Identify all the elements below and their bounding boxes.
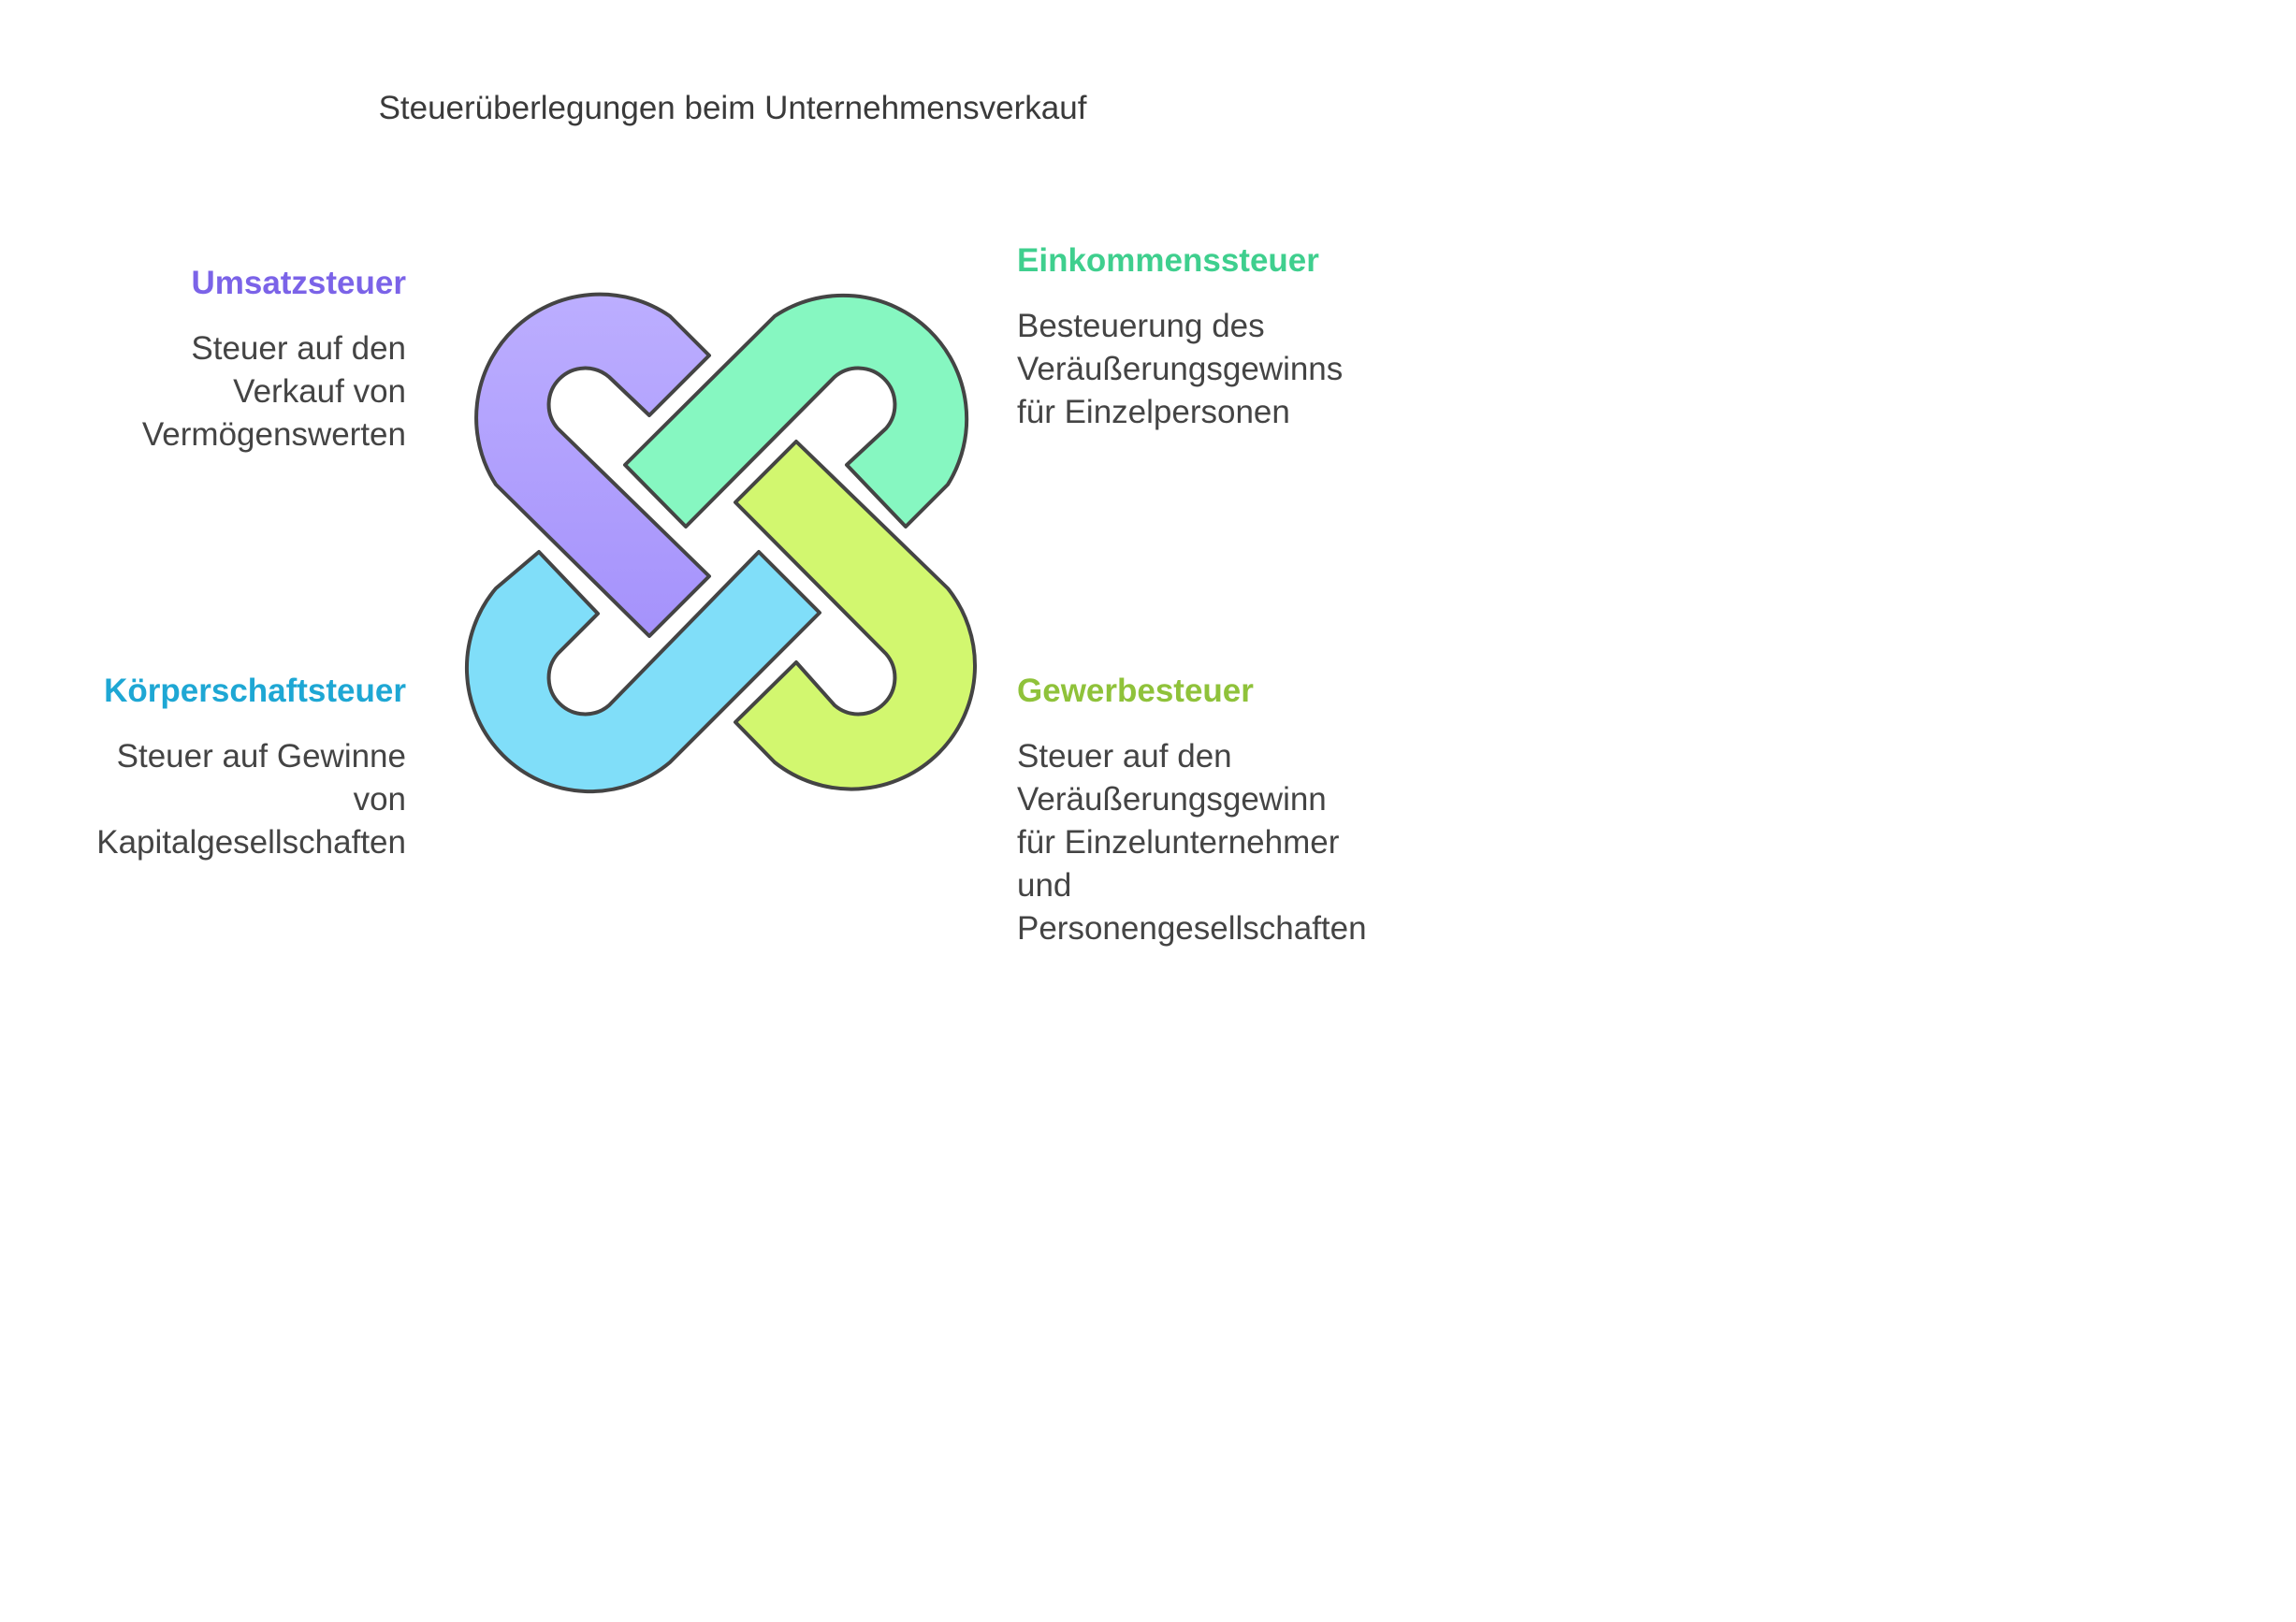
- umsatzsteuer-description: Steuer auf den Verkauf von Vermögenswert…: [142, 327, 406, 456]
- umsatzsteuer-block: Umsatzsteuer Steuer auf den Verkauf von …: [142, 262, 406, 456]
- koerperschaftsteuer-block: Körperschaftsteuer Steuer auf Gewinne vo…: [96, 670, 406, 864]
- umsatzsteuer-heading: Umsatzsteuer: [191, 265, 406, 301]
- description-line: für Einzelunternehmer: [1017, 824, 1340, 861]
- description-line: Steuer auf den: [1017, 738, 1232, 775]
- description-line: von: [353, 781, 406, 818]
- einkommenssteuer-description: Besteuerung des Veräußerungsgewinns für …: [1017, 305, 1343, 434]
- description-line: Veräußerungsgewinns: [1017, 351, 1344, 387]
- description-line: Steuer auf den: [191, 330, 406, 367]
- einkommenssteuer-block: Einkommenssteuer Besteuerung des Veräuße…: [1017, 239, 1343, 434]
- einkommenssteuer-link: [623, 293, 969, 529]
- diagram-title: Steuerüberlegungen beim Unternehmensverk…: [378, 90, 1087, 126]
- infographic-canvas: Steuerüberlegungen beim Unternehmensverk…: [0, 0, 1465, 1035]
- koerperschaftsteuer-link: [464, 550, 821, 794]
- gewerbesteuer-link: [734, 440, 977, 791]
- description-line: Verkauf von: [233, 373, 406, 410]
- interlocking-links-diagram: [464, 292, 977, 794]
- gewerbesteuer-heading: Gewerbesteuer: [1017, 673, 1254, 709]
- description-line: Besteuerung des: [1017, 308, 1265, 344]
- koerperschaftsteuer-heading: Körperschaftsteuer: [104, 673, 406, 709]
- description-line: Kapitalgesellschaften: [96, 824, 406, 861]
- koerperschaftsteuer-description: Steuer auf Gewinne von Kapitalgesellscha…: [96, 735, 406, 864]
- description-line: Personengesellschaften: [1017, 910, 1367, 947]
- description-line: und: [1017, 867, 1072, 904]
- gewerbesteuer-description: Steuer auf den Veräußerungsgewinn für Ei…: [1017, 735, 1367, 950]
- description-line: für Einzelpersonen: [1017, 394, 1290, 430]
- description-line: Steuer auf Gewinne: [116, 738, 406, 775]
- einkommenssteuer-heading: Einkommenssteuer: [1017, 242, 1319, 279]
- description-line: Veräußerungsgewinn: [1017, 781, 1327, 818]
- description-line: Vermögenswerten: [141, 416, 406, 453]
- umsatzsteuer-link: [474, 292, 711, 638]
- gewerbesteuer-block: Gewerbesteuer Steuer auf den Veräußerung…: [1017, 670, 1367, 950]
